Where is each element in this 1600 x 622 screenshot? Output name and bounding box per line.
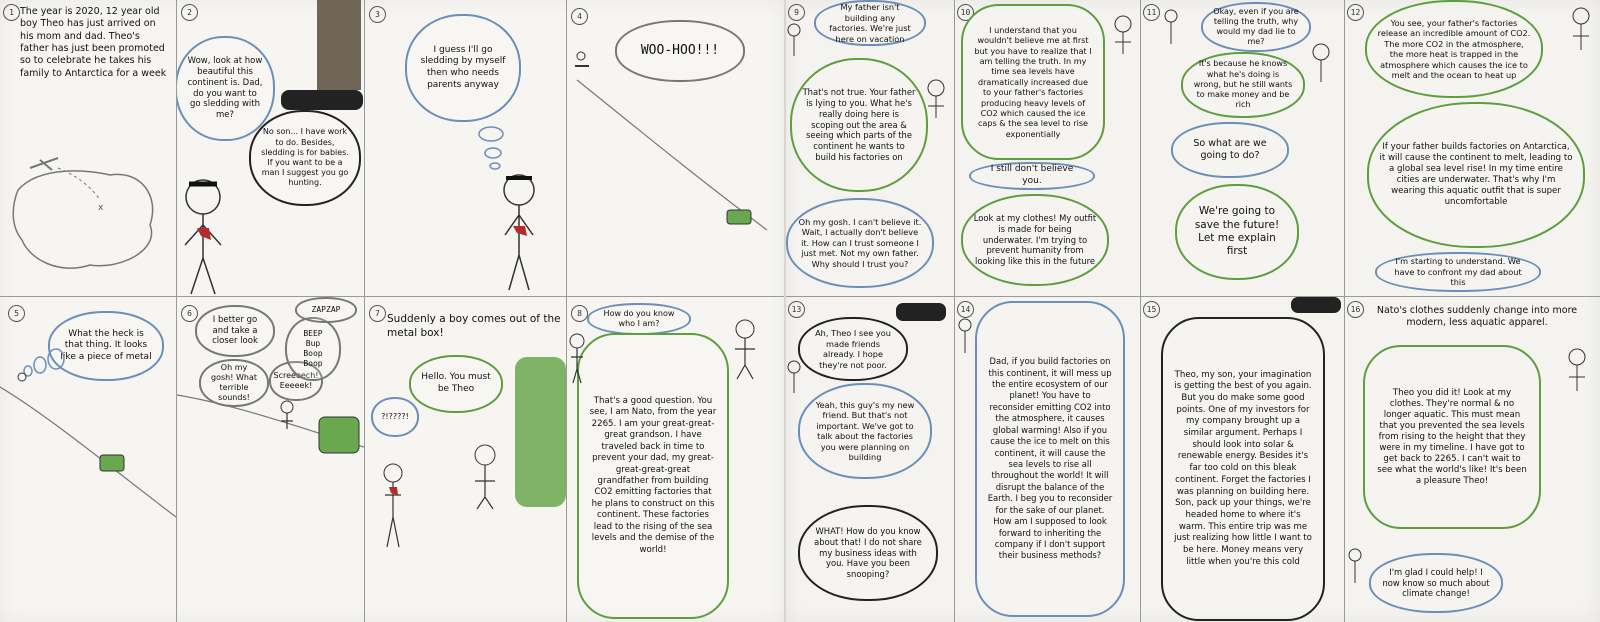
panel-number: 12 [1347,4,1364,21]
speech-bubble-theo: Oh my gosh. I can't believe it. Wait, I … [786,198,934,288]
characters-drawing [787,23,945,118]
comic-page-right: 9 My father isn't building any factories… [786,0,1600,622]
panel-13: 13 Ah, Theo I see you made friends alrea… [786,297,954,622]
speech-bubble-theo: I'm glad I could help! I now know so muc… [1369,553,1503,613]
theo-drawing [958,318,972,353]
panel-number: 8 [571,305,588,322]
dad-shoes-drawing [1291,297,1341,313]
comic-page-left: 1 The year is 2020, 12 year old boy Theo… [0,0,784,622]
characters-drawing [1348,348,1586,583]
thinking-theo-drawing [478,126,535,291]
speech-bubble-theo: My father isn't building any factories. … [814,0,926,46]
panel-number: 14 [957,301,974,318]
panel-11: 11 Okay, even if you are telling the tru… [1141,0,1344,296]
thought-bubble-theo: What the heck is that thing. It looks li… [48,311,164,381]
speech-bubble-nato: If your father builds factories on Antar… [1367,102,1585,248]
speech-bubble-theo: Okay, even if you are telling the truth,… [1201,2,1311,52]
panel-16: 16 Nato's clothes suddenly change into m… [1345,297,1600,622]
speech-bubble-dad: WHAT! How do you know about that! I do n… [798,505,938,601]
speech-bubble-nato: That's a good question. You see, I am Na… [577,333,729,619]
speech-bubble-theo: So what are we going to do? [1171,122,1289,178]
panel-number: 16 [1347,301,1364,318]
speech-bubble-theo: Oh my gosh! What terrible sounds! [199,359,269,407]
panel-number: 3 [369,6,386,23]
panel-number: 6 [181,305,198,322]
panel-8: 8 How do you know who I am? That's a goo… [567,297,784,622]
panel-3: 3 I guess I'll go sledding by myself the… [365,0,566,296]
panel-number: 2 [181,4,198,21]
speech-bubble-nato: Look at my clothes! My outfit is made fo… [961,194,1109,286]
panel-number: 1 [3,4,20,21]
nato-drawing [1114,15,1132,54]
theo-and-nato-drawing [569,319,755,384]
characters-drawing [1164,9,1330,82]
panel-14: 14 Dad, if you build factories on this c… [955,297,1140,622]
speech-bubble-shout: WOO-HOO!!! [615,20,745,82]
sound-bubble-machine: ZAPZAP [295,297,357,323]
speech-bubble-nato: You see, your father's factories release… [1365,0,1543,98]
panel-10: 10 I understand that you wouldn't believ… [955,0,1140,296]
panel-4: 4 WOO-HOO!!! [567,0,784,296]
panel-7: 7 Suddenly a boy comes out of the metal … [365,297,566,622]
nato-drawing [1572,7,1590,50]
speech-bubble-dad: Ah, Theo I see you made friends already.… [798,317,908,381]
speech-bubble-nato: I understand that you wouldn't believe m… [961,4,1105,160]
narration-caption: Suddenly a boy comes out of the metal bo… [387,313,561,339]
speech-bubble-theo: Yeah, this guy's my new friend. But that… [798,383,932,479]
speech-bubble-theo: Dad, if you build factories on this cont… [975,301,1125,617]
metal-box-on-slope-drawing [0,348,176,518]
svg-text:x: x [98,203,104,213]
panel-number: 15 [1143,301,1160,318]
speech-bubble-dad: Theo, my son, your imagination is gettin… [1161,317,1325,621]
speech-bubble-theo: I better go and take a closer look [195,305,275,357]
panel-2: 2 Wow, look at how beautiful this contin… [177,0,364,296]
panel-number: 11 [1143,4,1160,21]
speech-bubble-theo: I'm starting to understand. We have to c… [1375,252,1541,292]
sled-on-slope-drawing [575,51,768,231]
speech-bubble-nato: Hello. You must be Theo [409,355,503,413]
theo-near-box-drawing [177,394,364,454]
narration-caption: The year is 2020, 12 year old boy Theo h… [20,6,167,79]
panel-number: 9 [788,4,805,21]
theo-and-dad-drawing [184,0,363,295]
panel-15: 15 Theo, my son, your imagination is get… [1141,297,1344,622]
antarctica-map-drawing: x [12,157,154,269]
speech-bubble-nato: Theo you did it! Look at my clothes. The… [1363,345,1541,529]
speech-bubble-nato: It's because he knows what he's doing is… [1181,52,1305,118]
speech-bubble-nato: That's not true. Your father is lying to… [790,58,928,192]
panel-5: 5 What the heck is that thing. It looks … [0,297,176,622]
speech-bubble-theo: I still don't believe you. [969,162,1095,190]
thought-bubble-theo: I guess I'll go sledding by myself then … [405,14,521,122]
sound-bubble-machine: BEEP Bup Boop Boop [285,317,341,381]
panel-number: 13 [788,301,805,318]
narration-caption: Nato's clothes suddenly change into more… [1376,305,1578,329]
speech-bubble-dad: No son... I have work to do. Besides, sl… [249,110,361,206]
speech-bubble-theo: Wow, look at how beautiful this continen… [177,36,275,141]
dad-shoes-drawing [787,303,946,393]
panel-6: 6 I better go and take a closer look Oh … [177,297,364,622]
panel-9: 9 My father isn't building any factories… [786,0,954,296]
panel-number: 5 [8,305,25,322]
theo-and-nato-drawing [383,357,566,548]
speech-bubble-theo: ?!????! [371,397,419,437]
panel-number: 7 [369,305,386,322]
panel-1: 1 The year is 2020, 12 year old boy Theo… [0,0,176,296]
panel-number: 4 [571,8,588,25]
speech-bubble-nato: We're going to save the future! Let me e… [1175,184,1299,280]
panel-12: 12 You see, your father's factories rele… [1345,0,1600,296]
